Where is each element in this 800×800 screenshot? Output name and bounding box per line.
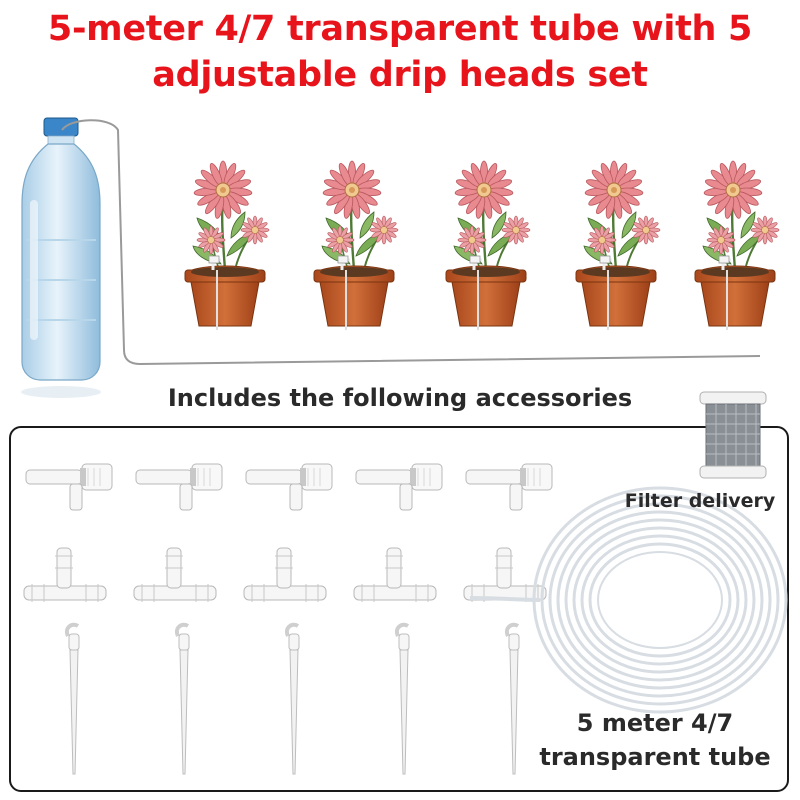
accessories-panel [9, 426, 789, 792]
title-line-1: 5-meter 4/7 transparent tube with 5 [47, 9, 753, 49]
tubing-line [61, 119, 761, 366]
product-title: 5-meter 4/7 transparent tube with 5 adju… [0, 6, 800, 98]
flower-pot-3 [446, 161, 530, 330]
tube-label: 5 meter 4/7 transparent tube [520, 706, 790, 774]
flower-pot-2 [314, 161, 398, 330]
tube-label-line-2: transparent tube [539, 743, 771, 771]
filter-label: Filter delivery [624, 490, 776, 512]
flower-pot-5 [695, 161, 779, 330]
title-line-2: adjustable drip heads set [152, 55, 648, 95]
watering-scene-illustration [21, 117, 800, 398]
flower-pot-1 [185, 161, 269, 330]
water-bottle-image [21, 117, 101, 398]
flower-pot-4 [576, 161, 660, 330]
accessories-heading: Includes the following accessories [167, 384, 633, 412]
tube-label-line-1: 5 meter 4/7 [576, 709, 734, 737]
